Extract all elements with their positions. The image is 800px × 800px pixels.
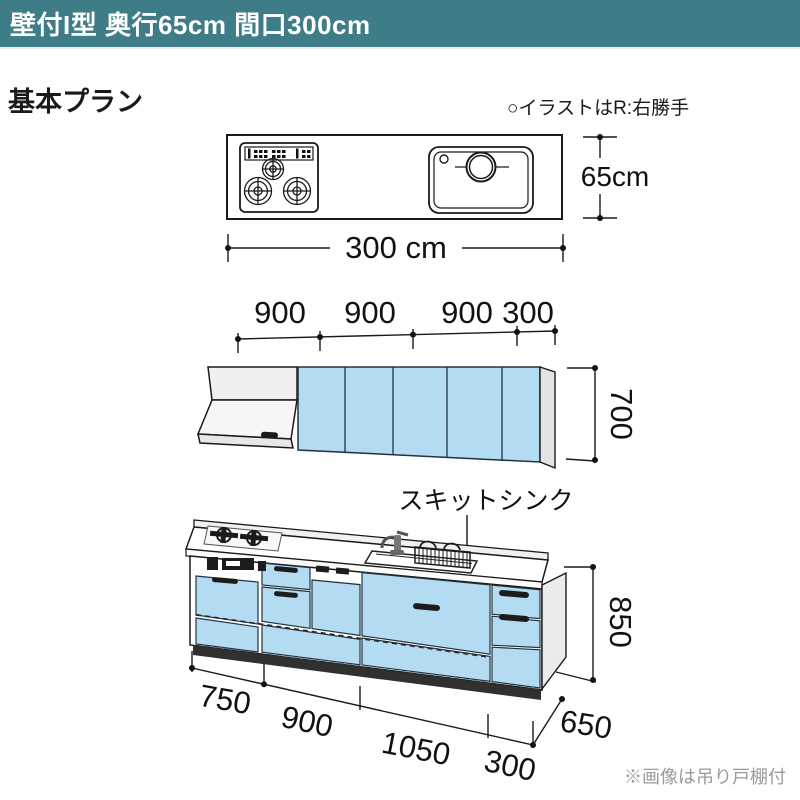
dimension-wall-widths [235,325,558,353]
drawer-front [195,617,259,653]
dishwasher-controls [315,565,350,575]
sink-type-label: スキットシンク [398,487,574,515]
range-hood [196,366,298,449]
handle-icon [211,577,238,584]
dimension-width-300cm [225,234,566,262]
wall-dim-label: 900 [254,295,306,330]
handedness-note: ○イラストはR:右勝手 [507,98,690,119]
sink-area [363,530,479,574]
hood-handle-icon [261,431,278,439]
dimension-wall-height-700 [565,365,598,463]
sink-icon [428,146,534,214]
dimension-base-depth-650 [532,696,565,746]
depth-dim-label: 65cm [580,161,650,192]
burner-icon [243,157,312,206]
section-heading: 基本プラン [8,87,143,117]
wall-cabinet-side-panel [539,366,556,470]
handle-icon [413,603,440,611]
drawer-front [361,571,491,655]
stove-icon [239,142,319,213]
faucet-hole-icon [465,151,497,183]
drawer-handles [211,566,529,623]
title-bar: 壁付I型 奥行65cm 間口300cm [0,0,800,49]
handle-icon [273,566,298,573]
grill-panel [207,557,266,571]
wall-cabinet-elevation [196,325,598,470]
toe-kick [193,645,541,700]
drawer-gap-shadows [195,613,539,691]
wall-height-dim-label: 700 [604,388,639,440]
drawer-front [261,586,311,629]
wall-dim-label: 900 [344,295,396,330]
drawer-front [261,562,311,591]
drawer-front [261,624,361,666]
cooktop-icon [203,525,283,552]
page-title: 壁付I型 奥行65cm 間口300cm [10,10,371,40]
base-height-dim-label: 850 [603,596,638,648]
base-drawers [195,562,541,689]
faucet-icon [380,530,409,555]
handle-icon [273,591,298,598]
base-side-panel [541,571,567,692]
wall-cabinet-doors [297,366,556,470]
sink-basin [363,550,479,574]
width-dim-label: 300 cm [339,230,453,266]
handle-icon [499,589,529,599]
image-footnote: ※画像は吊り戸棚付 [624,767,786,787]
drawer-front [491,584,541,620]
wall-dim-label: 900 [441,295,493,330]
base-cabinet [184,515,597,748]
dimension-base-widths [189,651,536,748]
wall-dim-label: 300 [502,295,554,330]
dimension-base-height-850 [555,564,597,683]
counter-plan-outline [226,134,563,220]
drawer-front [491,646,541,689]
dish-rack-icon [414,540,471,569]
plan-view [225,134,617,262]
handle-icon [499,613,529,623]
dimension-depth-65 [583,134,617,221]
drawer-front [311,579,361,637]
